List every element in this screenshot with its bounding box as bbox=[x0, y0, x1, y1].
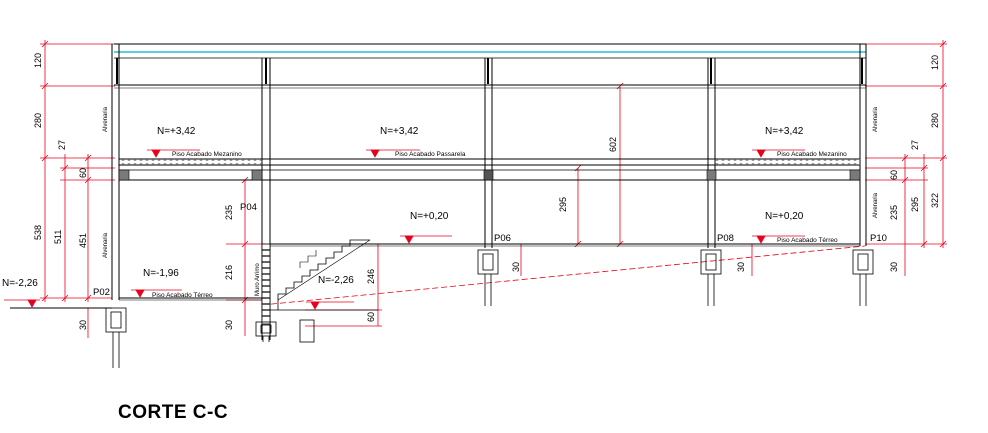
dim-right-295: 295 bbox=[910, 197, 920, 212]
finish-labels: Piso Acabado Mezanino Piso Acabado Passa… bbox=[152, 151, 847, 299]
dim-p08-30: 30 bbox=[736, 262, 746, 272]
pillar-p10: P10 bbox=[870, 233, 887, 244]
structure bbox=[10, 43, 867, 340]
dim-p04-216: 216 bbox=[224, 265, 234, 280]
pillar-p02: P02 bbox=[93, 287, 110, 298]
dim-right-120: 120 bbox=[930, 55, 940, 70]
wall-left-lower: Alvenaria bbox=[103, 232, 109, 258]
wall-retaining: Muro Arrimo bbox=[255, 263, 261, 296]
dim-left-451: 451 bbox=[78, 233, 88, 248]
level-marker-left-low bbox=[135, 289, 145, 298]
dim-right-322: 322 bbox=[930, 193, 940, 208]
finish-left-low: Piso Acabado Térreo bbox=[152, 292, 213, 299]
dim-right-235: 235 bbox=[889, 205, 899, 220]
level-marker-passarela bbox=[370, 149, 380, 158]
dim-left-511: 511 bbox=[53, 230, 63, 244]
finish-ground-right: Piso Acabado Térreo bbox=[777, 237, 838, 244]
level-marker-stair-bottom bbox=[310, 301, 320, 310]
dim-p04-235: 235 bbox=[224, 205, 234, 220]
wall-right-upper: Alvenaria bbox=[873, 106, 879, 132]
mezzanine-slab-left-hatch bbox=[119, 159, 262, 165]
foundations bbox=[105, 249, 874, 368]
section-title: CORTE C-C bbox=[118, 402, 229, 423]
retaining-wall bbox=[261, 243, 271, 325]
level-marker-left-outside bbox=[27, 299, 37, 308]
level-mezz-left: N=+3,42 bbox=[157, 126, 196, 137]
dim-right-27: 27 bbox=[910, 140, 920, 150]
level-left-outside: N=-2,26 bbox=[2, 278, 38, 289]
dim-p04-30: 30 bbox=[224, 320, 234, 330]
level-marker-mezz-left bbox=[151, 149, 161, 158]
pillar-p04: P04 bbox=[240, 202, 257, 213]
level-marker-ground-right bbox=[756, 235, 766, 244]
finish-mezz-left: Piso Acabado Mezanino bbox=[172, 151, 242, 158]
pillar-p06: P06 bbox=[494, 233, 511, 244]
dim-left-60: 60 bbox=[78, 168, 88, 178]
dim-left-120: 120 bbox=[33, 53, 43, 68]
dim-right-30: 30 bbox=[889, 262, 899, 272]
wall-left-upper: Alvenaria bbox=[103, 106, 109, 132]
level-stair-bottom: N=-2,26 bbox=[318, 275, 354, 286]
dim-right-280: 280 bbox=[930, 113, 940, 128]
level-marker-ground-center bbox=[404, 235, 414, 244]
level-marker-mezz-right bbox=[756, 149, 766, 158]
level-passarela: N=+3,42 bbox=[380, 126, 419, 137]
dim-p06-30: 30 bbox=[511, 262, 521, 272]
level-labels: N=+3,42 N=+3,42 N=+3,42 N=+0,20 N=+0,20 … bbox=[2, 126, 804, 289]
dim-mid-295: 295 bbox=[558, 197, 568, 212]
dim-left-280: 280 bbox=[33, 113, 43, 128]
wall-labels: Alvenaria Alvenaria Alvenaria Alvenaria … bbox=[103, 106, 879, 296]
dimension-labels: 120 280 27 538 511 60 451 30 235 216 30 … bbox=[33, 53, 940, 330]
dim-left-27: 27 bbox=[57, 140, 67, 150]
level-mezz-right: N=+3,42 bbox=[765, 126, 804, 137]
pillar-p08: P08 bbox=[717, 233, 734, 244]
level-left-low: N=-1,96 bbox=[143, 268, 179, 279]
terrain-slope-line bbox=[261, 245, 866, 306]
dim-total-602: 602 bbox=[608, 137, 618, 152]
level-ground-right: N=+0,20 bbox=[765, 211, 804, 222]
pillar-labels: P02 P04 P06 P08 P10 bbox=[93, 202, 887, 298]
dim-stair-246: 246 bbox=[366, 269, 376, 284]
finish-mezz-right: Piso Acabado Mezanino bbox=[777, 151, 847, 158]
dim-right-60: 60 bbox=[889, 170, 899, 180]
dim-left-30: 30 bbox=[78, 320, 88, 330]
level-ground-center: N=+0,20 bbox=[410, 211, 449, 222]
finish-passarela: Piso Acabado Passarela bbox=[395, 151, 466, 158]
dim-left-538: 538 bbox=[33, 225, 43, 240]
mezzanine-slab-right-hatch bbox=[715, 159, 860, 165]
wall-right-lower: Alvenaria bbox=[873, 192, 879, 218]
dim-stair-60: 60 bbox=[366, 312, 376, 322]
level-markers bbox=[4, 149, 805, 310]
column-caps bbox=[118, 169, 861, 181]
